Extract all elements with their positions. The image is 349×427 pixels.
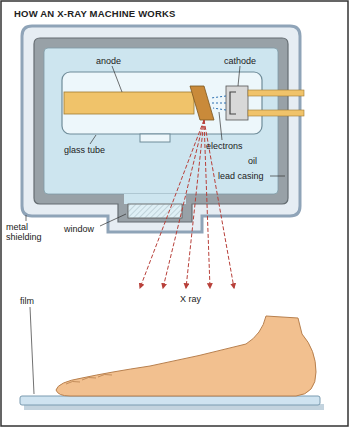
part-label: oil [248,156,257,166]
anode-target [190,86,214,120]
oil [124,194,186,204]
oil [44,48,278,194]
foot [56,316,316,396]
window [128,204,182,218]
glass-tube-neck [140,134,170,142]
part-label: window [64,224,94,234]
part-label: cathode [224,56,256,66]
leader-line [26,66,285,394]
cathode [226,86,248,120]
part-label: X ray [180,294,201,304]
part-label: film [20,296,34,306]
glass-tube [62,72,262,134]
film [20,396,320,405]
cathode-wire [248,90,304,96]
lead-casing [34,38,288,222]
part-label: anode [96,56,121,66]
toes [66,374,112,384]
cathode-filament [230,92,236,114]
part-label: metal shielding [6,222,52,242]
title: HOW AN X-RAY MACHINE WORKS [14,8,176,19]
part-label: lead casing [218,171,264,181]
anode-rod [64,92,194,114]
metal-shielding [22,26,300,232]
cathode-wire [248,110,304,116]
part-label: electrons [206,141,243,151]
electron-beam [211,96,226,110]
window-hatch [128,204,182,218]
part-label: glass tube [64,145,105,155]
